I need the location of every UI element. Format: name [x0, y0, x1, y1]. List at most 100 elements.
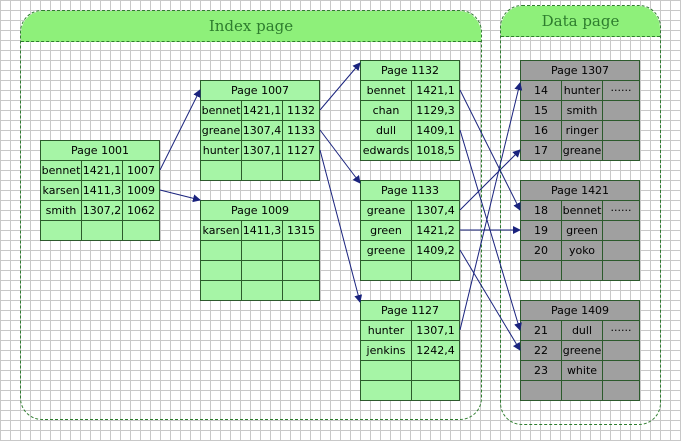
- index-entry-empty: [201, 281, 319, 300]
- key-cell: bennet: [41, 161, 82, 180]
- key-cell: greane: [201, 121, 242, 140]
- key-cell: hunter: [201, 141, 242, 160]
- rid-cell: 1129,3: [416, 104, 455, 117]
- name-cell: [562, 261, 603, 280]
- arrow-1007-to-1133: [319, 129, 361, 184]
- name-cell: greene: [562, 341, 603, 360]
- leaf-entry: bennet 1421,1: [361, 81, 459, 101]
- name-cell: white: [562, 361, 603, 380]
- child-page-cell: 1009: [127, 184, 155, 197]
- key-cell: green: [361, 221, 412, 240]
- name-cell: bennet: [562, 201, 603, 220]
- key-cell: dull: [361, 121, 412, 140]
- arrow-1001-to-1009: [159, 189, 201, 203]
- data-row-empty: [521, 381, 639, 400]
- rid-cell: 1421,1: [242, 101, 283, 120]
- row-id-cell: 20: [521, 241, 562, 260]
- row-id-cell: 19: [521, 221, 562, 240]
- rid-cell: 1421,1: [82, 161, 123, 180]
- row-id-cell: 18: [521, 201, 562, 220]
- row-id-cell: 21: [521, 321, 562, 340]
- arrow-1007-to-1132: [319, 62, 361, 111]
- arrow-greene-to-1409: [459, 249, 521, 351]
- rid-cell: 1307,2: [82, 201, 123, 220]
- index-page-title: Index page: [21, 11, 481, 42]
- key-cell: [41, 221, 82, 240]
- row-id-cell: [521, 381, 562, 400]
- leaf-entry: hunter 1307,1: [361, 321, 459, 341]
- row-id-cell: 15: [521, 101, 562, 120]
- child-page-cell: 1133: [287, 124, 315, 137]
- name-cell: ringer: [562, 121, 603, 140]
- row-id-cell: 17: [521, 141, 562, 160]
- more-cell: ······: [610, 324, 632, 337]
- leaf-entry: greene 1409,2: [361, 241, 459, 261]
- row-id-cell: [521, 261, 562, 280]
- rid-cell: [242, 261, 283, 280]
- name-cell: smith: [562, 101, 603, 120]
- name-cell: green: [562, 221, 603, 240]
- key-cell: greene: [361, 241, 412, 260]
- rid-cell: 1411,3: [242, 221, 283, 240]
- page-title: Page 1421: [521, 181, 639, 201]
- child-page-cell: 1127: [287, 144, 315, 157]
- page-title: Page 1001: [41, 141, 159, 161]
- index-entry-empty: [201, 241, 319, 261]
- arrow-hunter-to-1307: [459, 82, 523, 331]
- page-title: Page 1127: [361, 301, 459, 321]
- key-cell: [361, 361, 412, 380]
- rid-cell: 1307,1: [242, 141, 283, 160]
- rid-cell: 1307,1: [416, 324, 455, 337]
- leaf-entry-empty: [361, 381, 459, 400]
- key-cell: hunter: [361, 321, 412, 340]
- rid-cell: [242, 161, 283, 180]
- rid-cell: 1411,3: [82, 181, 123, 200]
- key-cell: jenkins: [361, 341, 412, 360]
- row-id-cell: 16: [521, 121, 562, 140]
- row-id-cell: 22: [521, 341, 562, 360]
- name-cell: [562, 381, 603, 400]
- child-page-cell: 1132: [287, 104, 315, 117]
- page-title: Page 1007: [201, 81, 319, 101]
- index-entry-empty: [201, 261, 319, 281]
- name-cell: greane: [562, 141, 603, 160]
- leaf-entry-empty: [361, 261, 459, 280]
- rid-cell: 1242,4: [416, 344, 455, 357]
- rid-cell: [242, 281, 283, 300]
- name-cell: yoko: [562, 241, 603, 260]
- name-cell: dull: [562, 321, 603, 340]
- rid-cell: 1307,4: [416, 204, 455, 217]
- arrow-greane-to-1307: [459, 149, 521, 211]
- key-cell: bennet: [361, 81, 412, 100]
- arrow-1001-to-1007: [159, 89, 201, 171]
- rid-cell: [242, 241, 283, 260]
- more-cell: ······: [610, 84, 632, 97]
- rid-cell: 1409,2: [416, 244, 455, 257]
- rid-cell: 1421,1: [416, 84, 455, 97]
- leaf-entry: jenkins 1242,4: [361, 341, 459, 361]
- rid-cell: [82, 221, 123, 240]
- leaf-entry-empty: [361, 361, 459, 381]
